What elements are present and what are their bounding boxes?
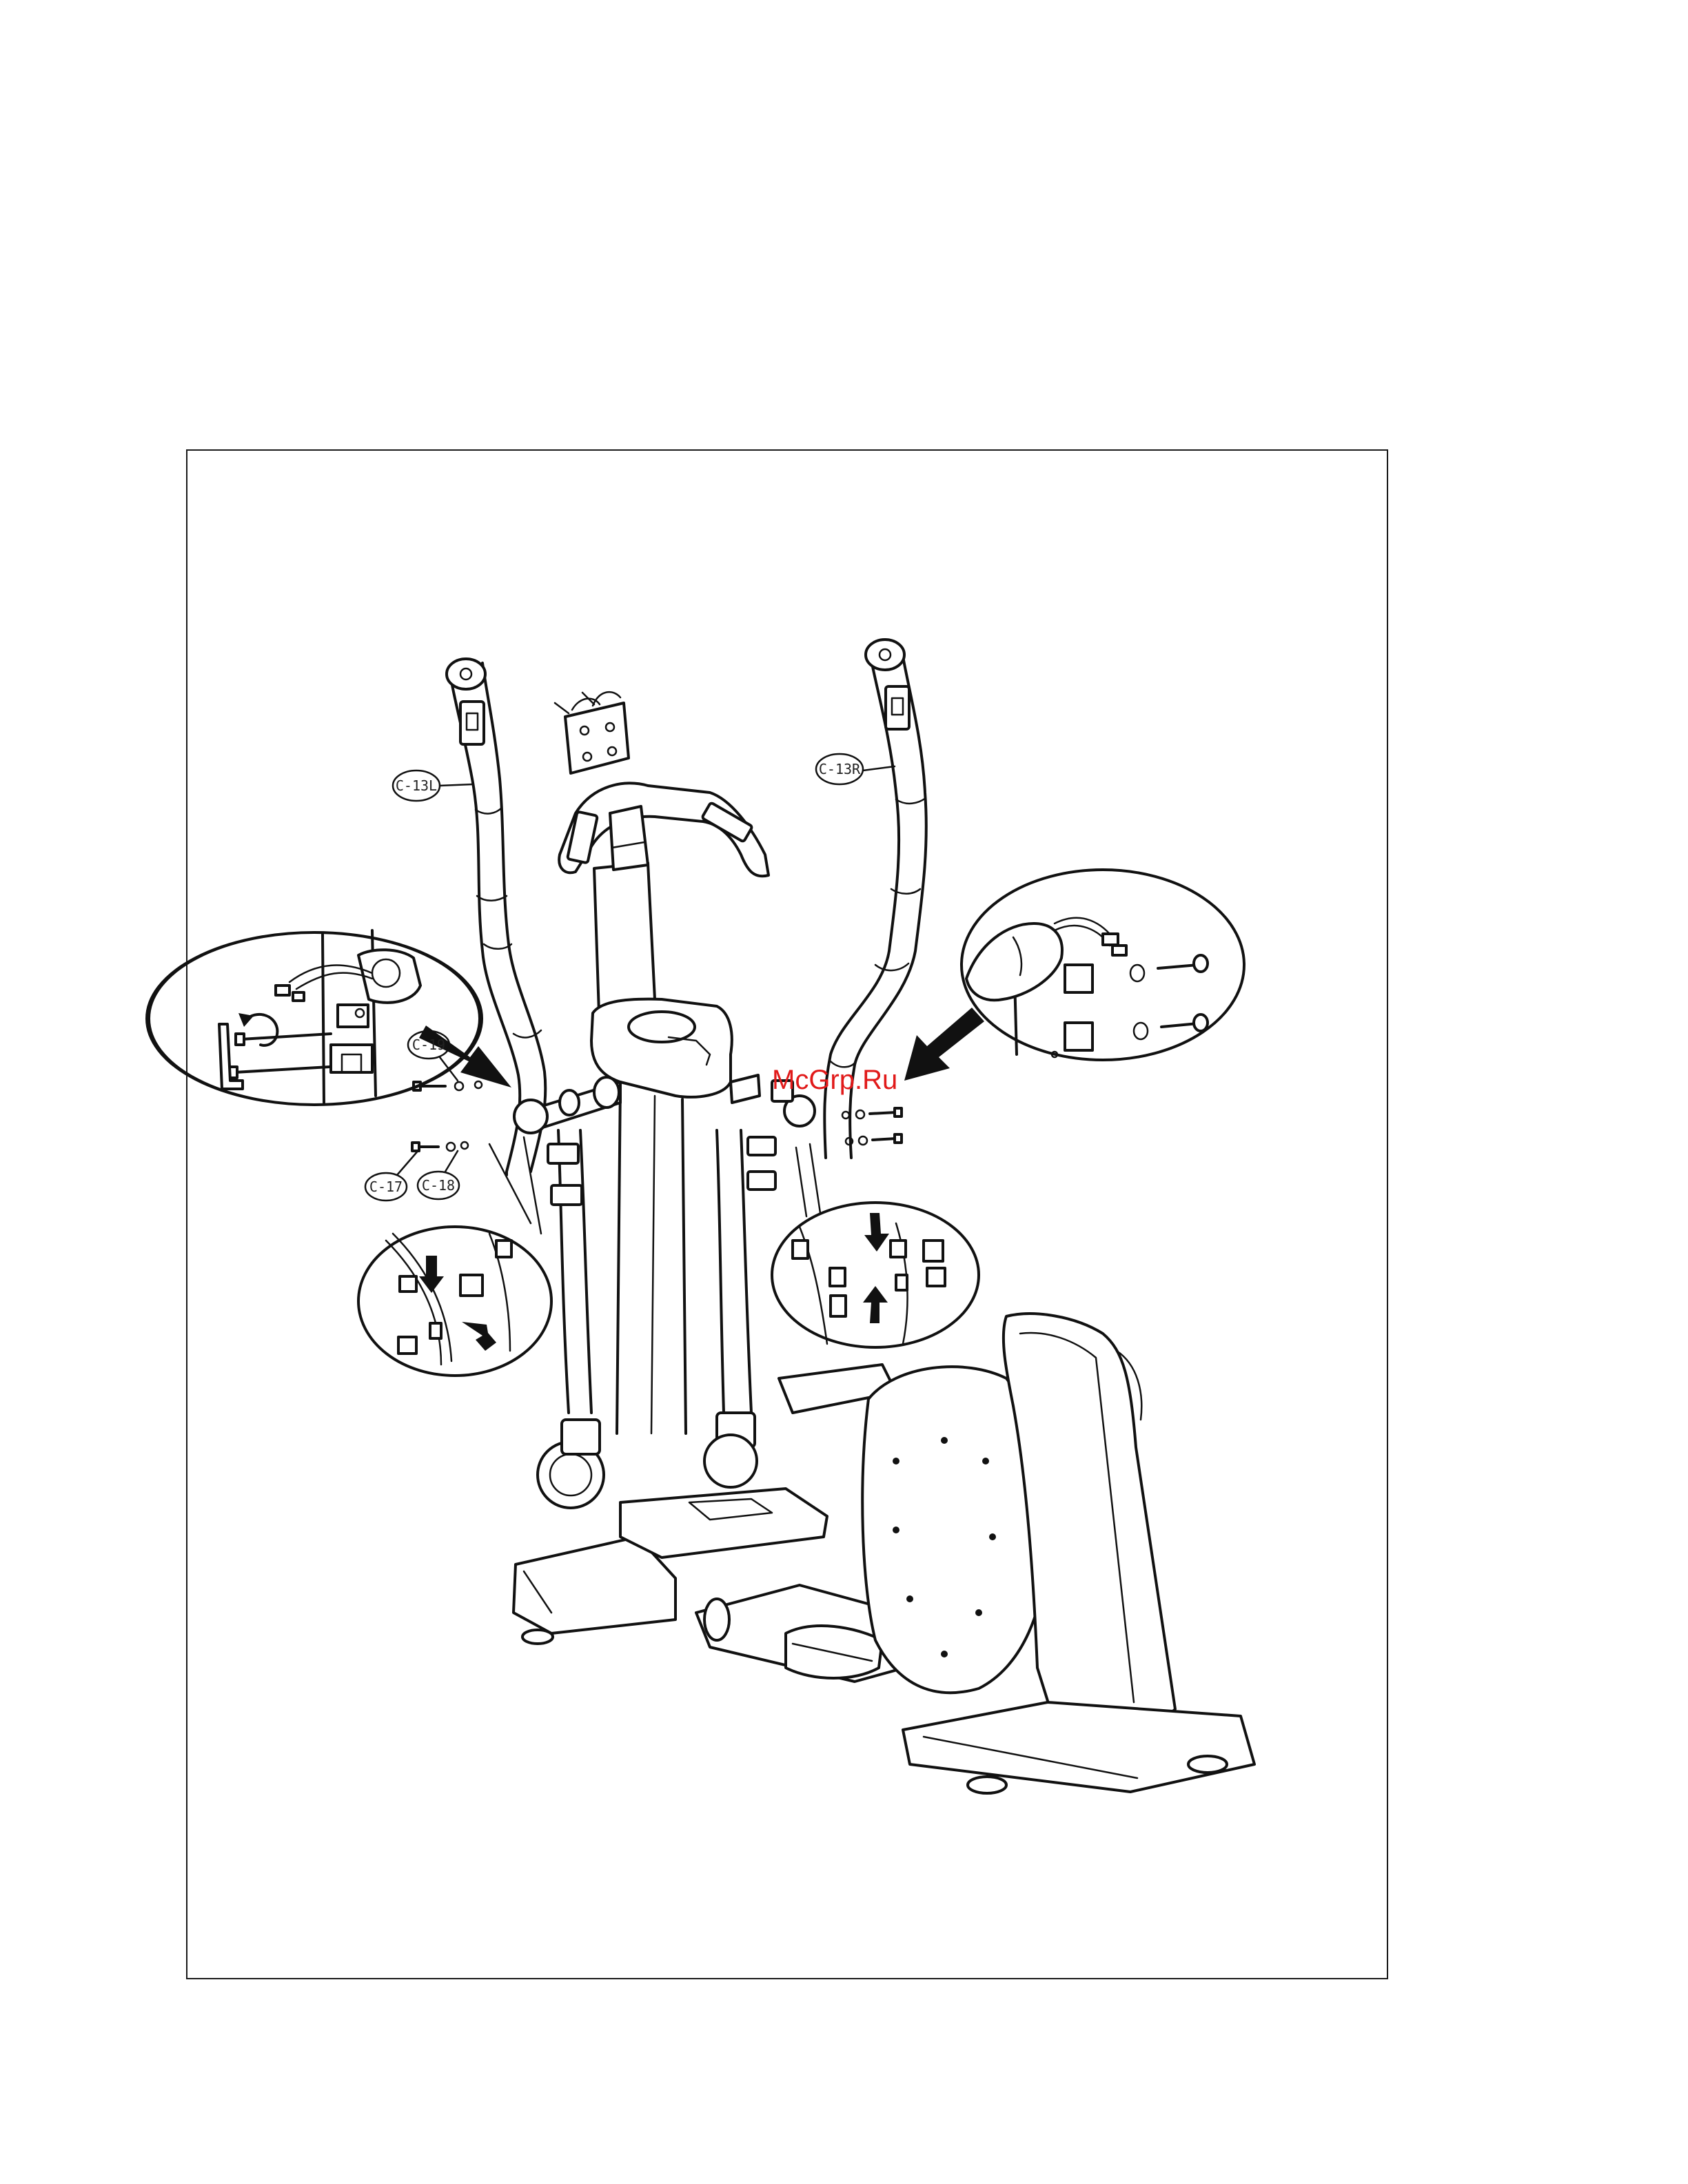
watermark: McGrp.Ru (772, 1065, 897, 1095)
callout-c13l: C-13L (393, 770, 473, 801)
svg-text:C-13R: C-13R (819, 761, 861, 777)
lower-arms (548, 1130, 775, 1413)
hardware-left (412, 1081, 482, 1151)
detail-bubble-right-bottom (772, 1144, 979, 1347)
detail-bubble-right-top (962, 870, 1244, 1060)
direction-arrow-icon (864, 1213, 889, 1252)
direction-arrow-icon (904, 1008, 984, 1081)
left-handle-bar (447, 659, 545, 1175)
base-frame (513, 1314, 1254, 1793)
callout-c13r: C-13R (816, 754, 895, 784)
callout-c19: C-19 (408, 1031, 458, 1081)
svg-text:C-17: C-17 (369, 1178, 403, 1195)
svg-text:C-13L: C-13L (396, 777, 437, 794)
svg-text:C-19: C-19 (412, 1037, 445, 1053)
callout-c17: C-17 (365, 1150, 419, 1201)
direction-arrow-icon (863, 1286, 888, 1323)
callout-c18: C-18 (418, 1151, 459, 1199)
svg-text:C-18: C-18 (422, 1177, 455, 1194)
detail-bubble-left-top (148, 930, 481, 1105)
direction-arrow-icon (462, 1322, 496, 1351)
direction-arrow-icon (419, 1256, 444, 1293)
